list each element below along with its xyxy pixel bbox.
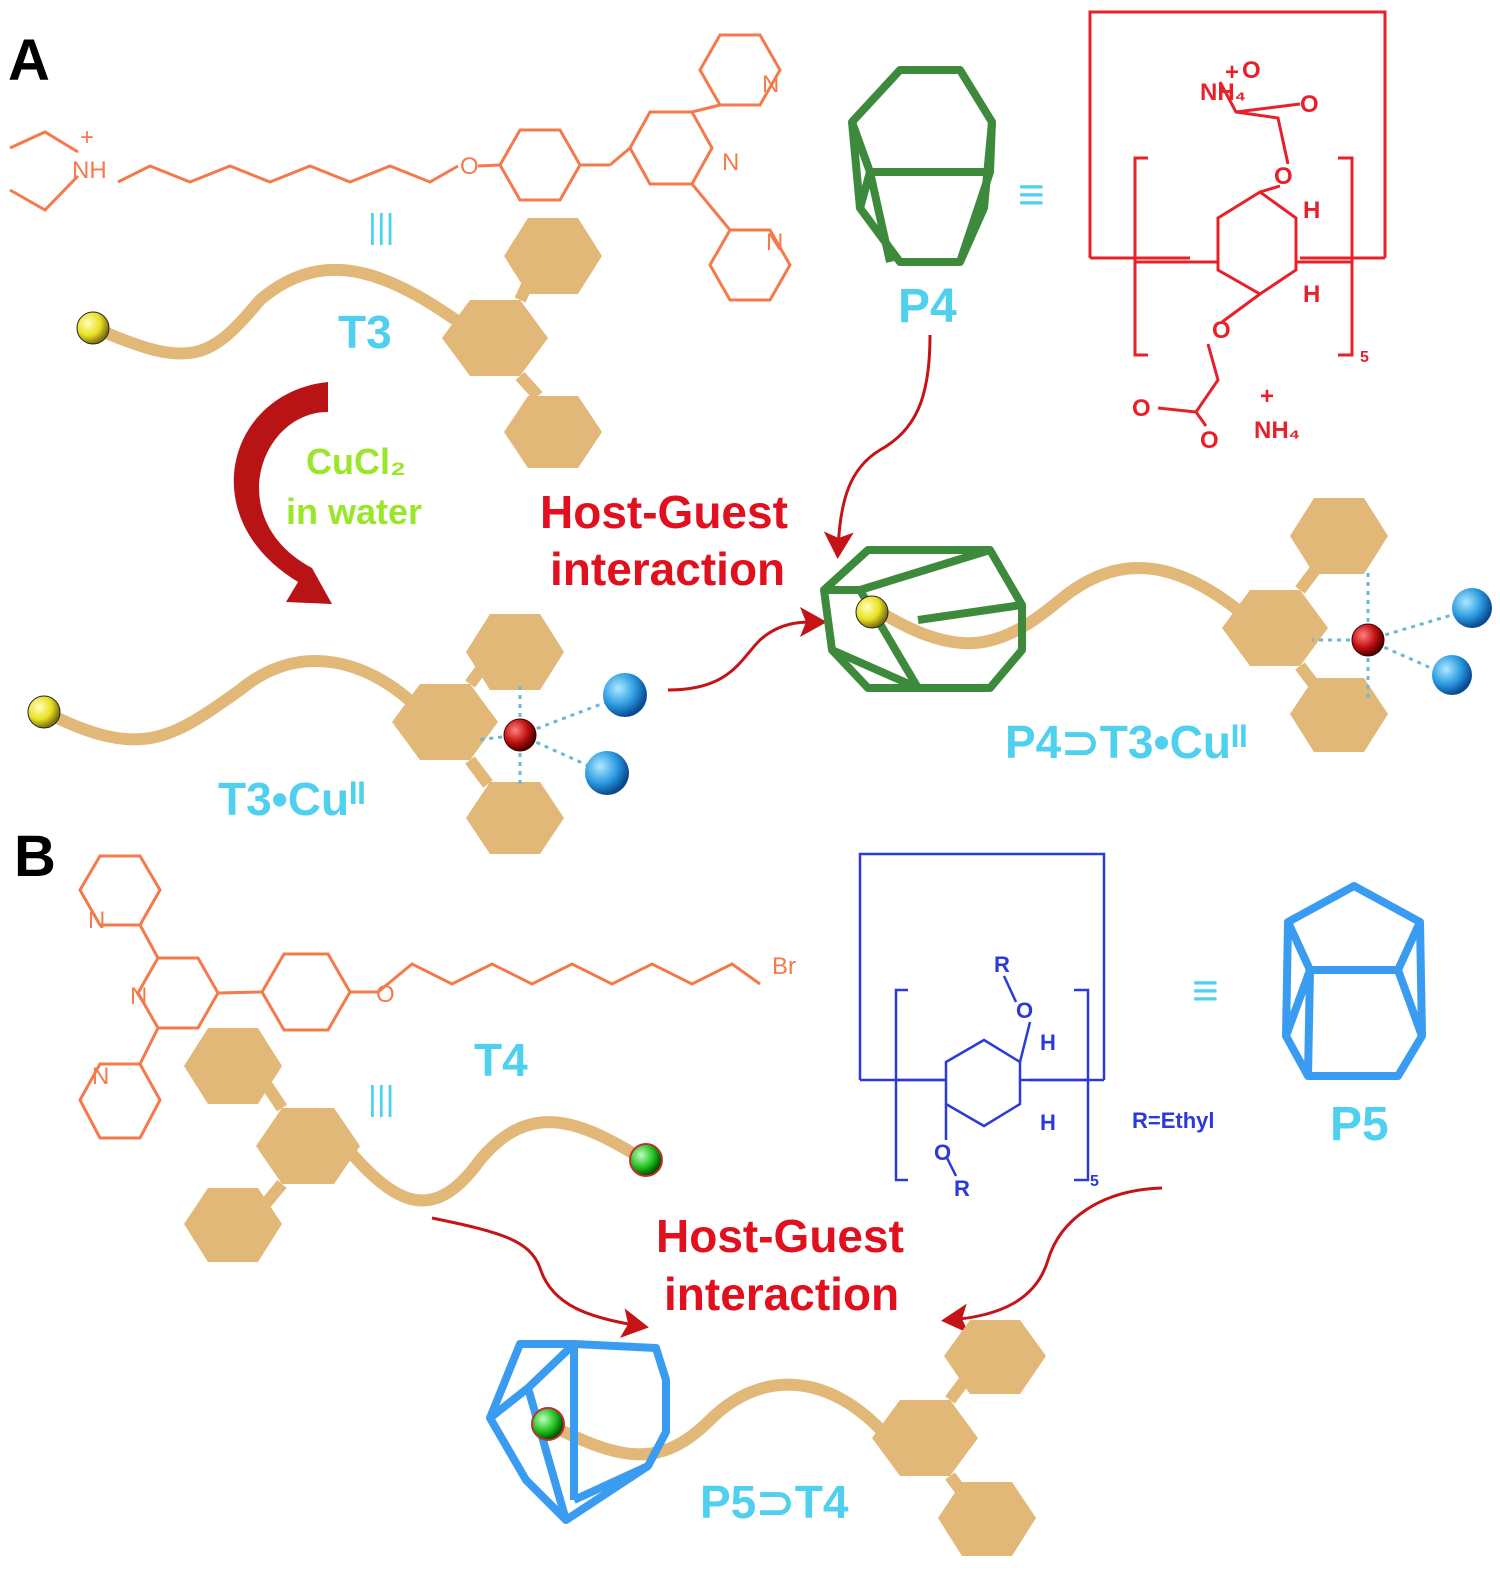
p5-r-bottom: R bbox=[954, 1176, 970, 1201]
p5-complex-label: P5⊃T4 bbox=[700, 1476, 849, 1528]
t3cu-cartoon bbox=[27, 614, 647, 854]
ether-o-label: O bbox=[460, 153, 479, 180]
equiv-p5: ≡ bbox=[1192, 964, 1219, 1016]
t4-label: T4 bbox=[474, 1034, 528, 1086]
p4-icon bbox=[848, 66, 996, 266]
ammonium-label: NH bbox=[72, 157, 107, 184]
p4-o-minus-bottom: O bbox=[1200, 427, 1219, 454]
p5-icon bbox=[1282, 882, 1426, 1080]
equiv-sign-b: ||| bbox=[368, 1080, 395, 1118]
reagent-line-1: CuCl₂ bbox=[306, 441, 406, 482]
p4-plus: + bbox=[1225, 59, 1239, 86]
t3-label: T3 bbox=[338, 306, 392, 358]
host-guest-line-2-b: interaction bbox=[664, 1268, 899, 1320]
p5-structure bbox=[858, 852, 1106, 1182]
arrow-from-p5 bbox=[941, 1186, 1163, 1334]
p4-carbonyl-top: O bbox=[1300, 91, 1319, 118]
p4-complex-label: P4⊃T3•Cuᴵᴵ bbox=[1005, 716, 1248, 768]
reagent-line-2: in water bbox=[286, 491, 422, 532]
t4-pyridine-n-center: N bbox=[130, 983, 147, 1010]
t3cu-label: T3•Cuᴵᴵ bbox=[218, 773, 366, 825]
p5-o-top: O bbox=[1016, 998, 1033, 1023]
arrow-from-p4 bbox=[823, 334, 932, 559]
p5-o-bottom: O bbox=[934, 1140, 951, 1165]
arrow-to-complex-a bbox=[667, 607, 827, 692]
pyridine-n-center: N bbox=[722, 149, 739, 176]
p4-t3cu-complex bbox=[820, 498, 1492, 752]
p5-h-bottom: H bbox=[1040, 1110, 1056, 1135]
host-guest-line-1-a: Host-Guest bbox=[540, 486, 788, 538]
p5-label: P5 bbox=[1330, 1098, 1389, 1151]
panel-label-b: B bbox=[14, 824, 56, 889]
p4-label: P4 bbox=[898, 280, 957, 333]
p5-repeat-n: 5 bbox=[1090, 1173, 1099, 1190]
host-guest-line-1-b: Host-Guest bbox=[656, 1210, 904, 1262]
p4-plus-bottom: + bbox=[1260, 383, 1274, 410]
host-guest-line-2-a: interaction bbox=[550, 543, 785, 595]
p5-h-top: H bbox=[1040, 1030, 1056, 1055]
equiv-sign-a: ||| bbox=[368, 208, 395, 246]
p4-h-bottom: H bbox=[1303, 281, 1320, 308]
t3-cartoon bbox=[76, 218, 602, 468]
p4-nh4-bottom: NH₄ bbox=[1254, 417, 1300, 444]
arrow-from-t4 bbox=[431, 1216, 649, 1338]
t4-bromine: Br bbox=[772, 953, 796, 980]
reaction-arrow bbox=[233, 382, 332, 604]
p5-r-top: R bbox=[994, 952, 1010, 977]
p4-structure bbox=[1088, 10, 1387, 427]
r-definition: R=Ethyl bbox=[1132, 1108, 1215, 1133]
equiv-p4: ≡ bbox=[1018, 168, 1045, 220]
t4-pyridine-n-top: N bbox=[88, 907, 105, 934]
t3-structure bbox=[9, 33, 792, 302]
t4-ether-o: O bbox=[376, 981, 395, 1008]
p4-repeat-n: 5 bbox=[1360, 349, 1369, 366]
p4-nh4-top: NH₄ bbox=[1200, 79, 1246, 106]
t4-pyridine-n-bottom: N bbox=[92, 1063, 109, 1090]
p4-carbonyl-bottom: O bbox=[1132, 395, 1151, 422]
p4-o-minus-top: O bbox=[1242, 57, 1261, 84]
p4-h-top: H bbox=[1303, 197, 1320, 224]
p4-ether-top: O bbox=[1274, 163, 1293, 190]
pyridine-n-top: N bbox=[762, 71, 779, 98]
panel-label-a: A bbox=[8, 28, 50, 93]
p5-t4-complex bbox=[486, 1320, 1046, 1556]
plus-sign: + bbox=[80, 124, 94, 151]
t4-structure bbox=[78, 854, 761, 1140]
p4-ether-bottom: O bbox=[1212, 317, 1231, 344]
pyridine-n-bottom: N bbox=[766, 229, 783, 256]
t4-cartoon bbox=[184, 1028, 663, 1262]
